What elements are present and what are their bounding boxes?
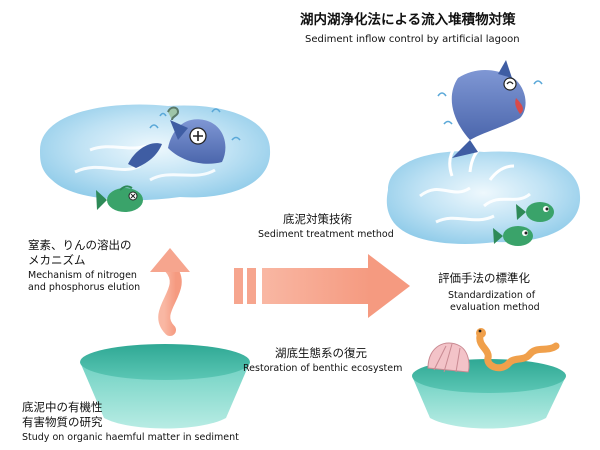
organic-label-jp-1: 底泥中の有機性 bbox=[22, 400, 103, 414]
sediment-bowl-icon bbox=[80, 344, 250, 429]
page-title: 湖内湖浄化法による流入堆積物対策 bbox=[300, 12, 516, 28]
elution-label-en-1: Mechanism of nitrogen bbox=[28, 270, 137, 281]
small-sick-fish-icon bbox=[96, 185, 143, 212]
benthic-bowl-icon bbox=[412, 328, 566, 429]
organic-label-jp-2: 有害物質の研究 bbox=[22, 415, 103, 429]
organic-label-en: Study on organic haemful matter in sedim… bbox=[22, 432, 239, 443]
restoration-label-jp: 湖底生態系の復元 bbox=[275, 346, 367, 360]
left-lake bbox=[40, 104, 271, 212]
shell-icon bbox=[427, 342, 470, 373]
restoration-label-en: Restoration of benthic ecosystem bbox=[243, 363, 403, 374]
treatment-label-en: Sediment treatment method bbox=[258, 229, 394, 240]
page-subtitle: Sediment inflow control by artificial la… bbox=[305, 34, 520, 45]
distressed-fish-icon bbox=[128, 106, 241, 168]
evaluation-label-en-1: Standardization of bbox=[448, 290, 536, 301]
jumping-fish-icon bbox=[437, 60, 543, 158]
curved-arrow-icon bbox=[150, 248, 190, 336]
treatment-label-jp: 底泥対策技術 bbox=[283, 212, 352, 226]
right-lake bbox=[386, 60, 581, 246]
evaluation-label-en-2: evaluation method bbox=[450, 302, 540, 313]
evaluation-label-jp: 評価手法の標準化 bbox=[438, 271, 530, 285]
small-healthy-fish-icon bbox=[493, 202, 554, 246]
elution-label-jp-1: 窒素、りんの溶出の bbox=[28, 238, 132, 252]
right-arrow-icon bbox=[234, 254, 410, 318]
elution-label-jp-2: メカニズム bbox=[28, 253, 86, 267]
worm-icon bbox=[476, 328, 560, 372]
elution-label-en-2: and phosphorus elution bbox=[28, 282, 141, 293]
